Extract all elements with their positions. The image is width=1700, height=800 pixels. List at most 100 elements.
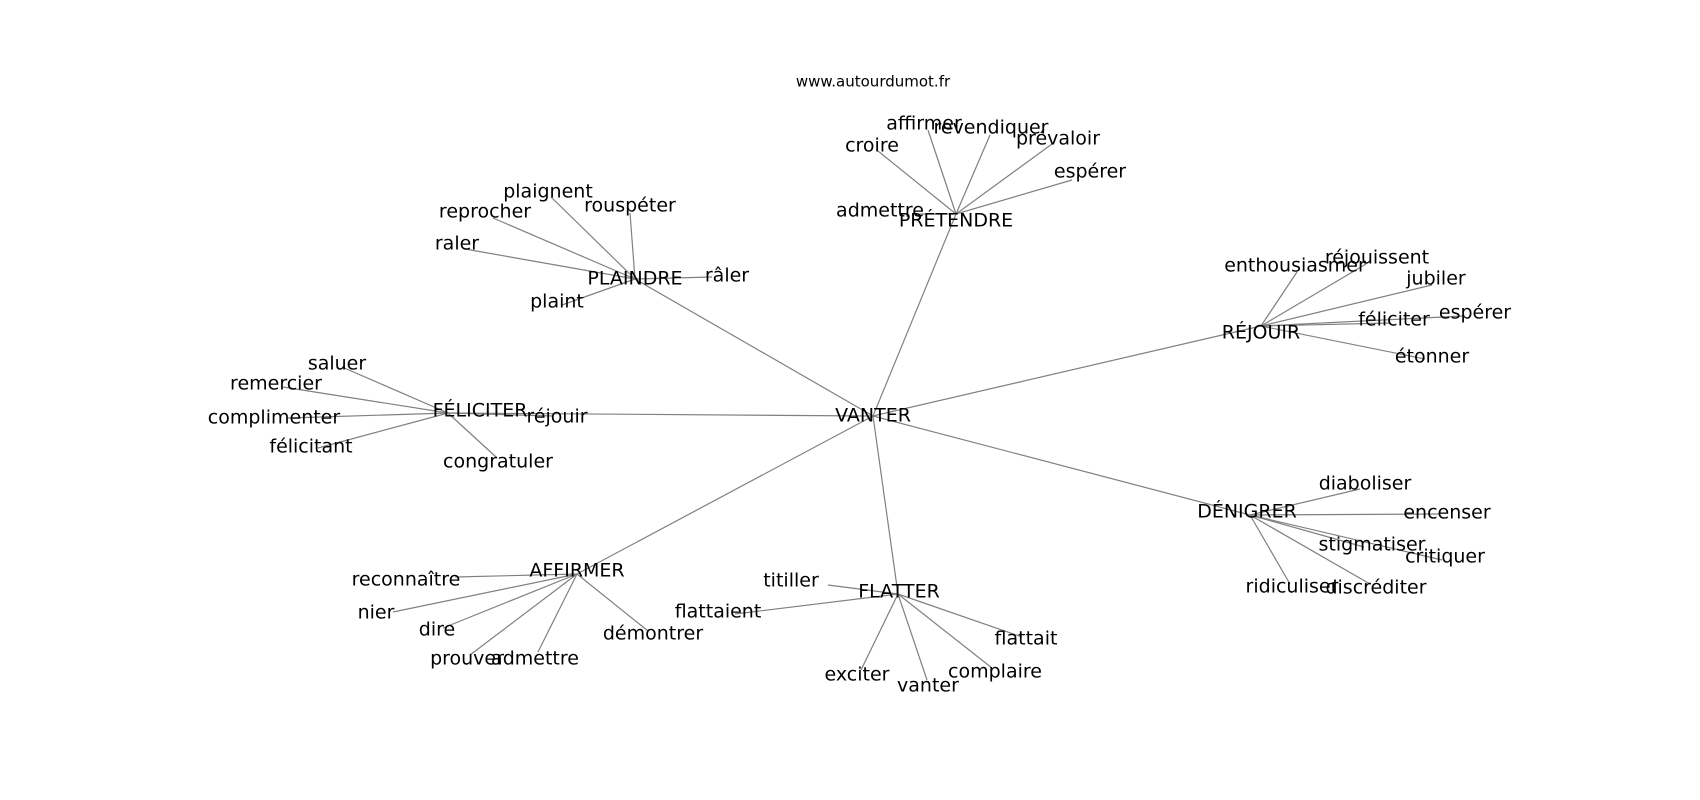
edge-rejouir-word (1260, 271, 1298, 327)
word-node: ridiculiser (1246, 576, 1339, 598)
word-node: plaint (530, 291, 584, 313)
word-node: flattaient (675, 601, 762, 623)
word-node: flattait (995, 628, 1058, 650)
edge-denigrer-word (1249, 514, 1371, 585)
word-node: affirmer (886, 113, 962, 135)
word-node: admettre (836, 200, 924, 222)
word-node: encenser (1403, 502, 1490, 524)
word-node: diaboliser (1319, 473, 1412, 495)
word-node: critiquer (1405, 546, 1485, 568)
word-node: congratuler (443, 451, 553, 473)
edge-center-feliciter (447, 412, 874, 417)
edge-flatter-word (897, 593, 993, 669)
word-node: enthousiasmer (1224, 255, 1366, 277)
edge-plaindre-word (561, 278, 636, 306)
edge-feliciter-word (287, 412, 449, 419)
edge-plaindre-word (492, 217, 636, 280)
word-node: saluer (308, 353, 367, 375)
edge-affirmer-word (469, 573, 578, 656)
word-node: reprocher (439, 201, 531, 223)
word-node: vanter (897, 675, 959, 697)
edge-denigrer-word (1249, 514, 1291, 585)
word-node: exciter (825, 664, 890, 686)
edge-flatter-word (827, 584, 899, 595)
edge-affirmer-word (576, 573, 649, 632)
edge-flatter-word (897, 593, 928, 681)
group-node-denigrer: DÉNIGRER (1197, 500, 1297, 523)
word-node: râler (705, 265, 749, 287)
edge-center-rejouir (872, 325, 1262, 417)
word-node: espérer (1439, 302, 1511, 324)
group-node-flatter: FLATTER (858, 581, 940, 603)
edge-feliciter-word (317, 412, 449, 449)
edge-pretendre-word (955, 179, 1073, 215)
word-node: reconnaître (352, 569, 461, 591)
edge-plaindre-word (629, 212, 636, 280)
edges (282, 129, 1464, 681)
edge-flatter-word (897, 593, 1023, 638)
nodes: VANTER PRÉTENDRE affirmerrevendiquerpréva… (208, 113, 1512, 697)
group-node-plaindre: PLAINDRE (587, 268, 682, 290)
edge-affirmer-word (537, 573, 578, 653)
edge-flatter-word (860, 593, 899, 671)
edge-denigrer-word (1249, 513, 1441, 516)
word-node: jubiler (1405, 268, 1466, 290)
word-node: plaignent (503, 181, 593, 203)
word-node: félicitant (269, 436, 352, 458)
word-node: prévaloir (1016, 128, 1100, 150)
source-label: www.autourdumot.fr (796, 73, 951, 91)
edge-feliciter-word (447, 412, 553, 417)
edge-rejouir-word (1260, 263, 1367, 327)
edge-plaindre-word (464, 248, 636, 280)
edge-pretendre-word (955, 134, 991, 215)
edge-pretendre-word (927, 129, 957, 215)
edge-center-pretendre (872, 213, 957, 417)
word-node: complaire (948, 661, 1042, 683)
edge-rejouir-word (1260, 284, 1433, 327)
word-node: réjouir (526, 406, 587, 428)
edge-denigrer-word (1249, 514, 1443, 561)
word-node: complimenter (208, 407, 341, 429)
word-node: nier (358, 602, 395, 624)
edge-feliciter-word (447, 412, 497, 458)
edge-feliciter-word (282, 386, 449, 414)
edge-denigrer-word (1249, 488, 1361, 516)
edge-center-denigrer (872, 415, 1251, 516)
word-node: étonner (1395, 346, 1470, 368)
word-node: féliciter (1358, 309, 1430, 331)
word-node: remercier (230, 373, 322, 395)
edge-affirmer-word (442, 573, 578, 629)
edge-rejouir-word (1260, 315, 1464, 327)
word-node: croire (845, 135, 899, 157)
edge-affirmer-word (454, 573, 578, 578)
group-node-affirmer: AFFIRMER (529, 560, 624, 582)
word-node: dire (419, 619, 455, 641)
word-node: rouspéter (584, 195, 676, 217)
edge-pretendre-word (877, 150, 957, 215)
edge-rejouir-word (1260, 325, 1426, 360)
edge-plaindre-word (634, 276, 713, 280)
edge-center-affirmer (576, 415, 874, 575)
word-node: espérer (1054, 161, 1126, 183)
word-node: discréditer (1325, 577, 1426, 599)
word-node: admettre (491, 648, 579, 670)
edge-denigrer-word (1249, 514, 1365, 548)
edge-feliciter-word (341, 366, 449, 414)
edge-affirmer-word (392, 573, 578, 613)
edge-plaindre-word (550, 196, 636, 280)
word-node: stigmatiser (1319, 534, 1426, 556)
edge-center-plaindre (634, 278, 874, 417)
word-node: raler (435, 233, 479, 255)
word-node: revendiquer (933, 117, 1048, 139)
word-node: démontrer (603, 623, 703, 645)
group-node-rejouir: RÉJOUIR (1222, 321, 1300, 344)
group-node-feliciter: FÉLICITER (433, 399, 528, 422)
edge-pretendre-word (955, 143, 1053, 215)
group-node-pretendre: PRÉTENDRE (899, 209, 1013, 232)
center-node-label: VANTER (835, 405, 911, 427)
edge-center-flatter (872, 415, 899, 595)
word-node: titiller (763, 570, 819, 592)
word-node: réjouissent (1325, 247, 1429, 269)
word-node: prouver (430, 648, 504, 670)
